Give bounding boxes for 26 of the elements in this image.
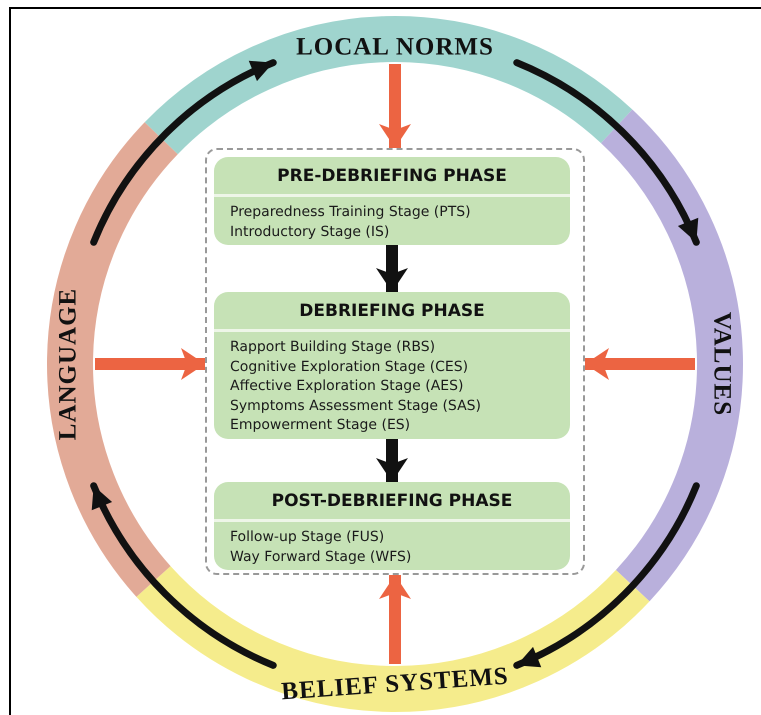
arrow: [513, 59, 700, 246]
arrow: [376, 439, 408, 482]
dashed-container: [205, 148, 585, 575]
ring-label: LOCAL NORMS: [296, 34, 494, 60]
phase-heading: DEBRIEFING PHASE: [214, 292, 570, 332]
arrow: [90, 482, 277, 669]
stage-item: Follow-up Stage (FUS): [230, 528, 384, 547]
stage-item: Rapport Building Stage (RBS): [230, 338, 436, 357]
arrow: [513, 482, 700, 669]
ring-label: VALUES: [710, 312, 734, 416]
arrow: [376, 245, 408, 292]
ring-label: BELIEF SYSTEMS: [280, 664, 510, 704]
stage-item: Way Forward Stage (WFS): [230, 548, 412, 566]
phase-card: [214, 292, 570, 439]
phase-card: [214, 157, 570, 245]
phase-heading: PRE-DEBRIEFING PHASE: [214, 157, 570, 197]
stage-item: Cognitive Exploration Stage (CES): [230, 358, 468, 376]
stage-item: Affective Exploration Stage (AES): [230, 377, 464, 396]
phase-heading: POST-DEBRIEFING PHASE: [214, 482, 570, 522]
arrow: [90, 59, 277, 246]
stage-item: Symptoms Assessment Stage (SAS): [230, 396, 482, 416]
phase-card: [214, 482, 570, 570]
ring-label: LANGUAGE: [56, 288, 80, 440]
stage-item: Empowerment Stage (ES): [230, 416, 410, 435]
stage-item: Preparedness Training Stage (PTS): [230, 203, 471, 222]
stage-item: Introductory Stage (IS): [230, 222, 390, 242]
